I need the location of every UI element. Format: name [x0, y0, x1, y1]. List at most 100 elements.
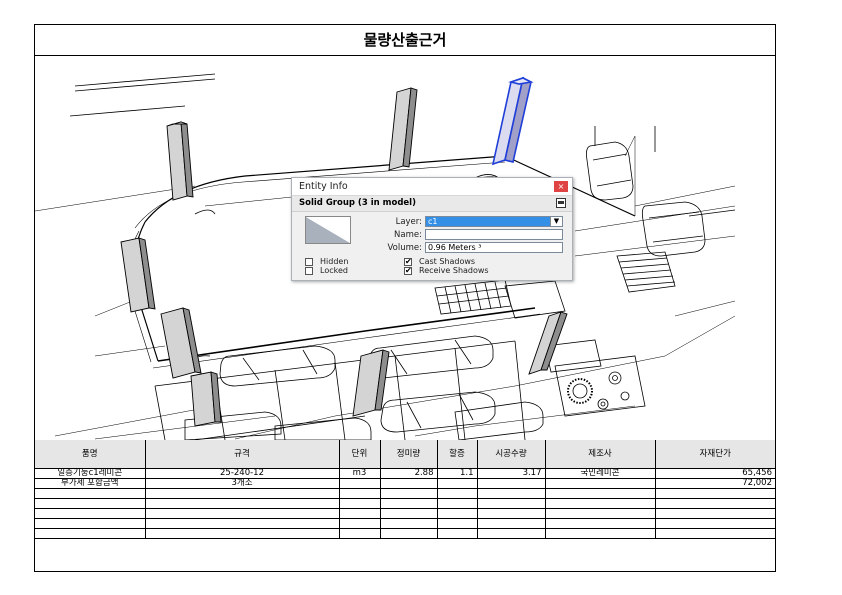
- table-header-row: 품명 규격 단위 정미량 할증 시공수량 제조사 자재단가: [35, 440, 775, 469]
- cell-manufacturer: 국민레미콘: [544, 468, 656, 479]
- cell-work-qty: [476, 498, 546, 509]
- cell-item-name: [35, 508, 146, 519]
- cell-unit: [338, 508, 381, 519]
- header-spec: 규격: [144, 440, 340, 469]
- cell-manufacturer: [544, 508, 656, 519]
- cell-work-qty: [476, 518, 546, 529]
- cell-spec: [144, 498, 340, 509]
- cell-item-name: [35, 498, 146, 509]
- header-work-qty: 시공수량: [476, 440, 546, 469]
- layer-select[interactable]: c1 ▼: [425, 216, 563, 227]
- cell-spec: [144, 488, 340, 499]
- table-row: [35, 508, 775, 519]
- cell-spec: [144, 518, 340, 529]
- entity-info-dialog: Entity Info × Solid Group (3 in model) L…: [291, 177, 573, 281]
- cell-net-qty: [379, 508, 438, 519]
- cast-shadows-label: Cast Shadows: [419, 257, 476, 266]
- cell-unit: [338, 498, 381, 509]
- model-viewport[interactable]: Entity Info × Solid Group (3 in model) L…: [35, 56, 775, 441]
- cell-surcharge: [436, 518, 478, 529]
- cell-spec: 3개소: [144, 478, 340, 489]
- cell-manufacturer: [544, 528, 656, 539]
- table-row: [35, 528, 775, 539]
- cell-work-qty: [476, 488, 546, 499]
- chevron-down-icon[interactable]: ▼: [550, 217, 562, 226]
- cell-surcharge: [436, 528, 478, 539]
- cell-unit-price: 65,456: [654, 468, 775, 479]
- cell-manufacturer: [544, 478, 656, 489]
- table-row: [35, 488, 775, 499]
- hidden-label: Hidden: [320, 257, 349, 266]
- cell-manufacturer: [544, 488, 656, 499]
- cell-item-name: [35, 488, 146, 499]
- cell-net-qty: [379, 528, 438, 539]
- hidden-checkbox[interactable]: [305, 258, 313, 266]
- cell-net-qty: [379, 498, 438, 509]
- dialog-titlebar[interactable]: Entity Info ×: [292, 178, 572, 196]
- header-net-qty: 정미량: [379, 440, 438, 469]
- cell-unit: [338, 518, 381, 529]
- cell-work-qty: [476, 508, 546, 519]
- cell-item-name: [35, 518, 146, 529]
- volume-label: Volume:: [387, 243, 422, 253]
- cell-unit-price: [654, 498, 775, 509]
- cell-net-qty: 2.88: [379, 468, 438, 479]
- table-row: 일층기둥c1레미콘 25-240-12 m3 2.88 1.1 3.17 국민레…: [35, 468, 775, 479]
- cell-unit-price: [654, 508, 775, 519]
- header-item-name: 품명: [35, 440, 146, 469]
- cell-unit-price: [654, 488, 775, 499]
- worksheet: 물량산출근거: [34, 24, 776, 572]
- cell-item-name: [35, 528, 146, 539]
- cell-work-qty: [476, 478, 546, 489]
- close-button[interactable]: ×: [554, 181, 568, 192]
- cell-unit: [338, 478, 381, 489]
- cell-unit: [338, 528, 381, 539]
- name-input[interactable]: [425, 229, 563, 240]
- quantity-table: 품명 규격 단위 정미량 할증 시공수량 제조사 자재단가 일층기둥c1레미콘 …: [35, 440, 775, 539]
- cell-net-qty: [379, 478, 438, 489]
- table-row: [35, 498, 775, 509]
- cell-unit: [338, 488, 381, 499]
- cell-surcharge: [436, 488, 478, 499]
- table-row: [35, 518, 775, 529]
- cell-unit-price: [654, 518, 775, 529]
- cell-item-name: 일층기둥c1레미콘: [35, 468, 146, 479]
- cell-item-name: 부가세 포함금액: [35, 478, 146, 489]
- material-swatch[interactable]: [305, 216, 351, 244]
- 3d-model-drawing[interactable]: [35, 56, 775, 440]
- cell-surcharge: [436, 498, 478, 509]
- cell-surcharge: 1.1: [436, 468, 478, 479]
- cell-spec: [144, 528, 340, 539]
- header-manufacturer: 제조사: [544, 440, 656, 469]
- pin-icon[interactable]: [556, 198, 566, 208]
- table-row: 부가세 포함금액 3개소 72,002: [35, 478, 775, 489]
- cell-surcharge: [436, 478, 478, 489]
- receive-shadows-checkbox[interactable]: ✔: [404, 266, 412, 275]
- layer-label: Layer:: [395, 217, 422, 227]
- dialog-subheader: Solid Group (3 in model): [292, 196, 572, 212]
- cell-unit-price: [654, 528, 775, 539]
- cast-shadows-checkbox[interactable]: ✔: [404, 257, 412, 266]
- locked-checkbox[interactable]: [305, 267, 313, 275]
- cell-unit: m3: [338, 468, 381, 479]
- header-unit-price: 자재단가: [654, 440, 775, 469]
- dialog-title: Entity Info: [299, 181, 348, 192]
- cell-unit-price: 72,002: [654, 478, 775, 489]
- header-unit: 단위: [338, 440, 381, 469]
- cell-manufacturer: [544, 518, 656, 529]
- cell-net-qty: [379, 518, 438, 529]
- receive-shadows-label: Receive Shadows: [419, 266, 489, 275]
- cell-spec: [144, 508, 340, 519]
- header-surcharge: 할증: [436, 440, 478, 469]
- locked-label: Locked: [320, 266, 348, 275]
- cell-spec: 25-240-12: [144, 468, 340, 479]
- cell-work-qty: 3.17: [476, 468, 546, 479]
- layer-value: c1: [428, 217, 438, 226]
- cell-manufacturer: [544, 498, 656, 509]
- cell-net-qty: [379, 488, 438, 499]
- page-title: 물량산출근거: [35, 25, 775, 56]
- cell-surcharge: [436, 508, 478, 519]
- entity-type-label: Solid Group (3 in model): [299, 198, 416, 208]
- volume-field: 0.96 Meters ³: [425, 242, 563, 253]
- name-label: Name:: [394, 230, 422, 240]
